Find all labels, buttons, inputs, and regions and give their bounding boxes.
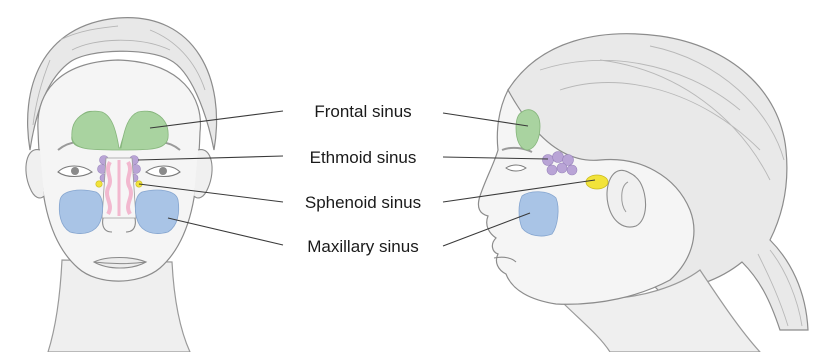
label-frontal-sinus: Frontal sinus bbox=[314, 102, 411, 121]
label-maxillary-sinus: Maxillary sinus bbox=[307, 237, 418, 256]
side-view-head bbox=[478, 34, 808, 352]
label-sphenoid-sinus: Sphenoid sinus bbox=[305, 193, 421, 212]
side-sphenoid-sinus bbox=[586, 175, 608, 189]
side-maxillary-sinus bbox=[519, 192, 558, 236]
label-ethmoid-sinus: Ethmoid sinus bbox=[310, 148, 417, 167]
front-nasal-cavity bbox=[102, 158, 136, 218]
front-maxillary-sinus-right bbox=[135, 190, 178, 233]
front-maxillary-sinus-left bbox=[59, 190, 102, 233]
front-view-head bbox=[26, 18, 217, 352]
